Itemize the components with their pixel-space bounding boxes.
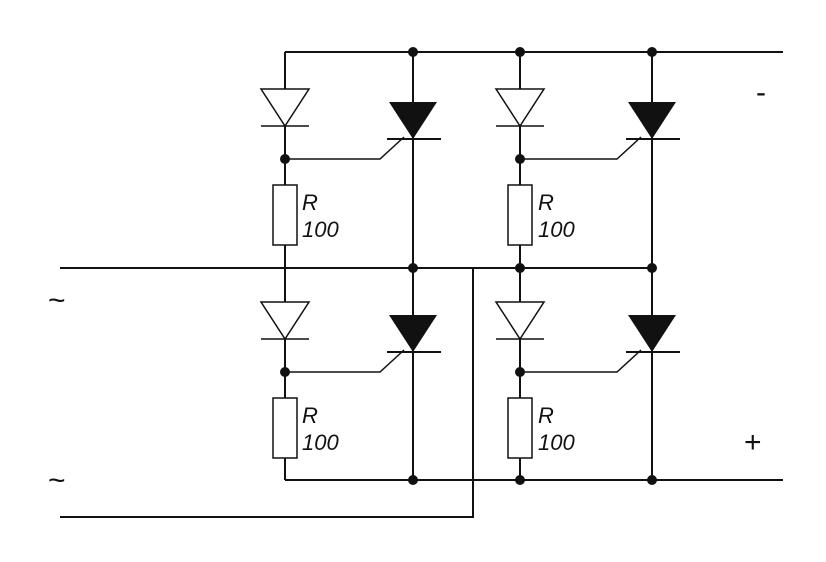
junction-node [647,263,657,273]
diode-4 [494,301,546,341]
resistor-1-letter: R [302,190,318,215]
junction-node [515,263,525,273]
junction-node [515,154,525,164]
ac-top-terminal-label: ~ [48,284,66,317]
junction-node [408,475,418,485]
junction-nodes [280,47,657,485]
junction-node [647,475,657,485]
thyristor-2 [285,315,441,373]
thyristor-1 [285,102,441,160]
thyristor-3 [520,102,680,160]
junction-node [515,367,525,377]
junction-node [515,475,525,485]
diode-2 [259,301,311,341]
resistor-2 [272,397,298,459]
minus-terminal-label: - [756,76,766,109]
junction-node [408,263,418,273]
resistor-3 [507,184,533,246]
resistor-1-value: 100 [302,217,339,242]
resistor-4 [507,397,533,459]
ac-bottom-terminal-label: ~ [48,464,66,497]
junction-node [280,367,290,377]
resistor-1 [272,184,298,246]
diode-3 [494,88,546,128]
resistor-4-letter: R [538,403,554,428]
resistor-3-letter: R [538,190,554,215]
diode-1 [259,88,311,128]
junction-node [280,154,290,164]
plus-terminal-label: + [744,426,762,459]
junction-node [408,47,418,57]
ac-input-2-wire [60,267,520,518]
resistor-2-letter: R [302,403,318,428]
junction-node [647,47,657,57]
resistor-3-value: 100 [538,217,575,242]
resistor-2-value: 100 [302,430,339,455]
junction-node [515,47,525,57]
resistor-4-value: 100 [538,430,575,455]
thyristor-4 [520,315,680,373]
